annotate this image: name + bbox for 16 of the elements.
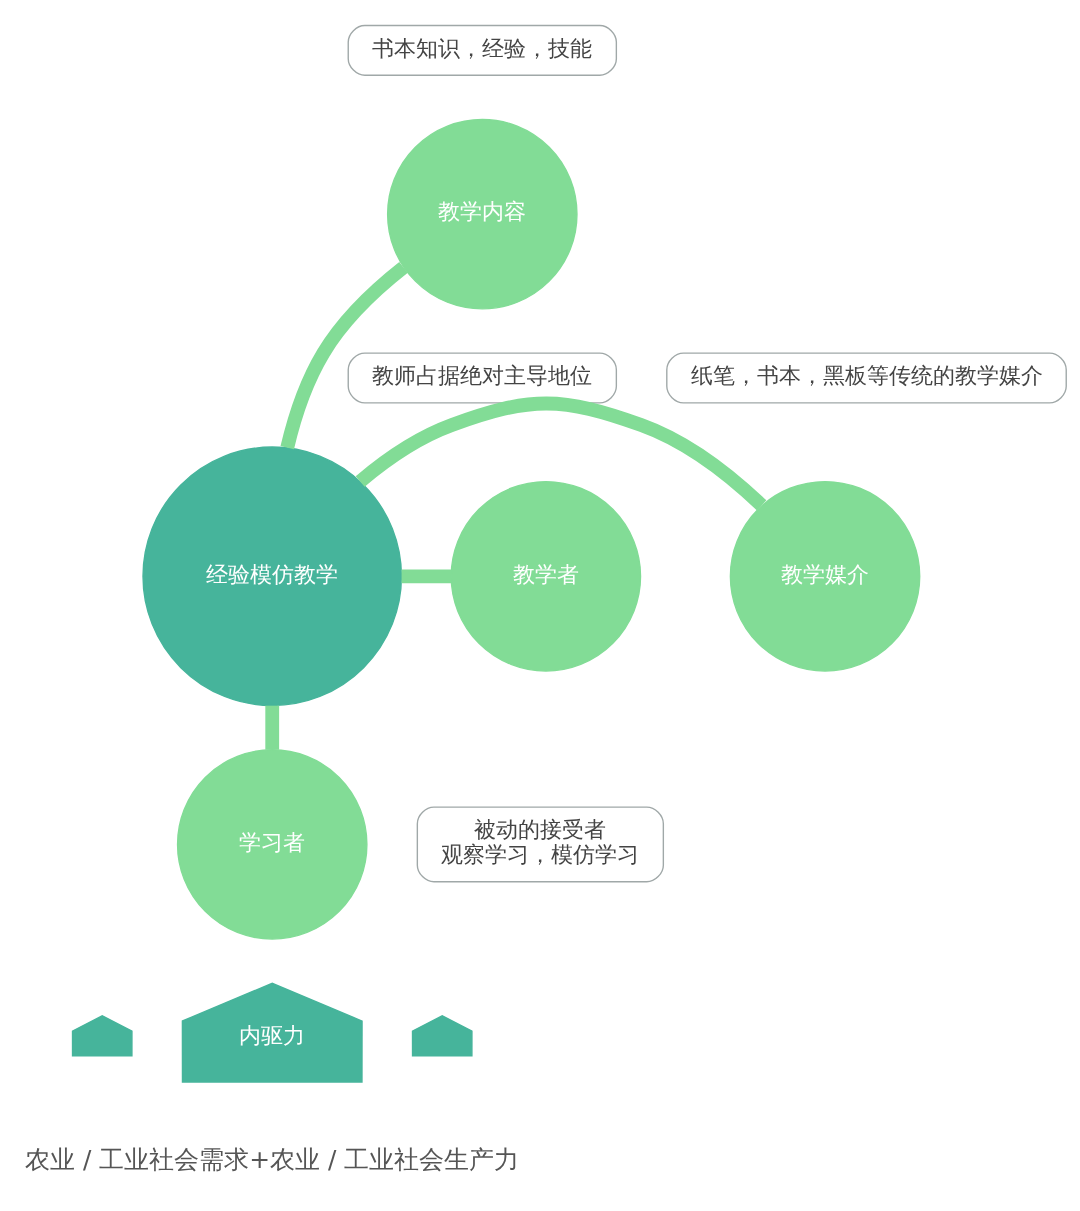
node-circle: 教学者 xyxy=(450,480,642,672)
node-circle: 经验模仿教学 xyxy=(142,445,403,706)
node-arrow xyxy=(411,1014,473,1056)
connector xyxy=(265,705,280,750)
node-box: 书本知识，经验，技能 xyxy=(347,24,618,76)
node-circle: 教学媒介 xyxy=(729,480,921,672)
node-box: 被动的接受者 观察学习，模仿学习 xyxy=(416,805,665,882)
connector xyxy=(280,261,408,449)
node-box: 教师占据绝对主导地位 xyxy=(347,351,618,403)
connector xyxy=(355,396,767,510)
label: 农业 / 工业社会需求+农业 / 工业社会生产力 xyxy=(25,1144,520,1174)
connector xyxy=(401,568,452,583)
node-arrow xyxy=(71,1014,133,1056)
node-circle: 学习者 xyxy=(176,748,368,940)
node-box: 纸笔，书本，黑板等传统的教学媒介 xyxy=(666,351,1067,403)
node-circle: 教学内容 xyxy=(386,118,578,310)
